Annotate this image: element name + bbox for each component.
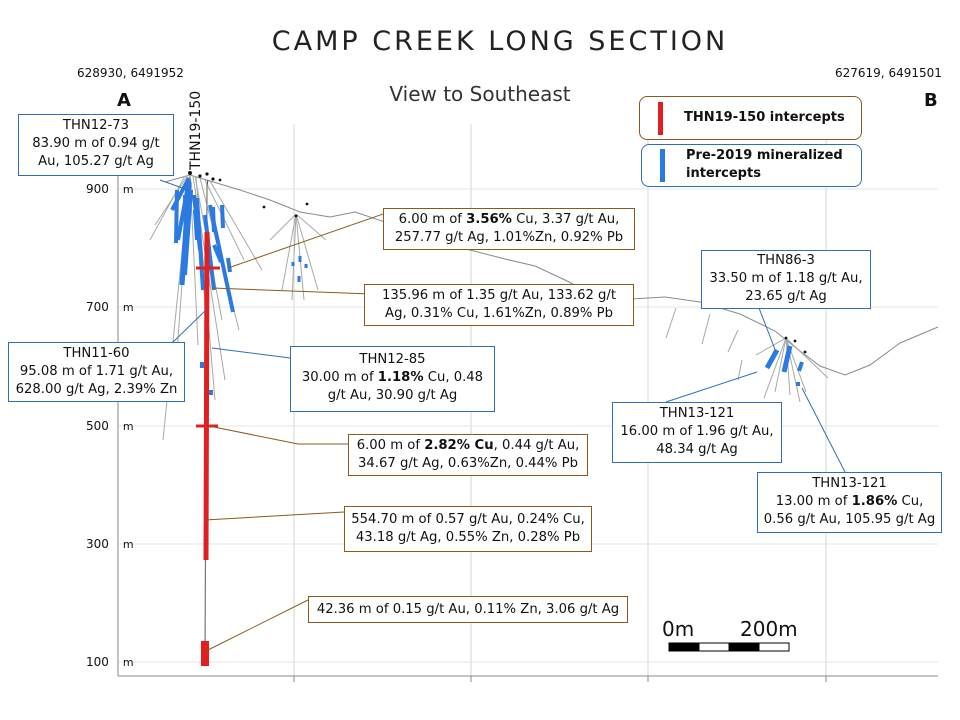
callout-intercept-6m-3-56-cu: 6.00 m of 3.56% Cu, 3.37 g/t Au, 257.77 …	[383, 208, 635, 250]
thn19-150-intercepts	[196, 231, 220, 666]
callout-thn13-121-upper: THN13-121 16.00 m of 1.96 g/t Au, 48.34 …	[612, 402, 782, 463]
historic-drill-traces-central	[269, 213, 327, 301]
legend-thn19-150-label: THN19-150 intercepts	[684, 110, 845, 125]
pre-2019-intercepts-central	[291, 256, 308, 282]
callout-thn86-3: THN86-3 33.50 m of 1.18 g/t Au, 23.65 g/…	[701, 250, 871, 309]
callout-thn12-73: THN12-73 83.90 m of 0.94 g/t Au, 105.27 …	[18, 114, 174, 176]
callout-thn13-121-lower: THN13-121 13.00 m of 1.86% Cu, 0.56 g/t …	[757, 472, 942, 533]
historic-drill-traces-east	[665, 307, 829, 403]
section-end-coords: 627619, 6491501	[835, 66, 942, 80]
view-direction-subtitle: View to Southeast	[389, 82, 571, 106]
callout-intercept-135-96m: 135.96 m of 1.35 g/t Au, 133.62 g/t Ag, …	[364, 284, 634, 326]
pre-2019-intercepts-west	[170, 177, 235, 395]
callout-intercept-42-36m: 42.36 m of 0.15 g/t Au, 0.11% Zn, 3.06 g…	[308, 596, 628, 623]
scale-bar-start-label: 0m	[662, 617, 695, 641]
thn19-150-hole-label: THN19-150	[188, 90, 204, 170]
scale-bar-graphic	[668, 642, 790, 652]
callout-thn11-60: THN11-60 95.08 m of 1.71 g/t Au, 628.00 …	[8, 342, 185, 402]
section-start-label: A	[117, 90, 131, 111]
scale-bar-end-label: 200m	[740, 617, 798, 641]
legend-pre-2019: Pre-2019 mineralized intercepts	[641, 144, 862, 187]
legend-thn19-150: THN19-150 intercepts	[639, 96, 862, 140]
page-title: CAMP CREEK LONG SECTION	[271, 26, 729, 57]
legend-blue-swatch	[660, 149, 665, 182]
callout-leaders	[159, 179, 846, 652]
pre-2019-intercepts-east	[764, 345, 804, 386]
topography-line	[164, 174, 939, 376]
callout-thn12-85: THN12-85 30.00 m of 1.18% Cu, 0.48 g/t A…	[290, 346, 495, 412]
section-end-label: B	[924, 90, 938, 111]
legend-red-swatch	[658, 102, 663, 135]
legend-pre-2019-label: Pre-2019 mineralized intercepts	[686, 148, 843, 181]
collar-markers	[188, 171, 807, 354]
callout-intercept-554-70m: 554.70 m of 0.57 g/t Au, 0.24% Cu, 43.18…	[344, 506, 592, 552]
callout-intercept-6m-2-82-cu: 6.00 m of 2.82% Cu, 0.44 g/t Au, 34.67 g…	[348, 434, 588, 476]
section-start-coords: 628930, 6491952	[77, 66, 184, 80]
